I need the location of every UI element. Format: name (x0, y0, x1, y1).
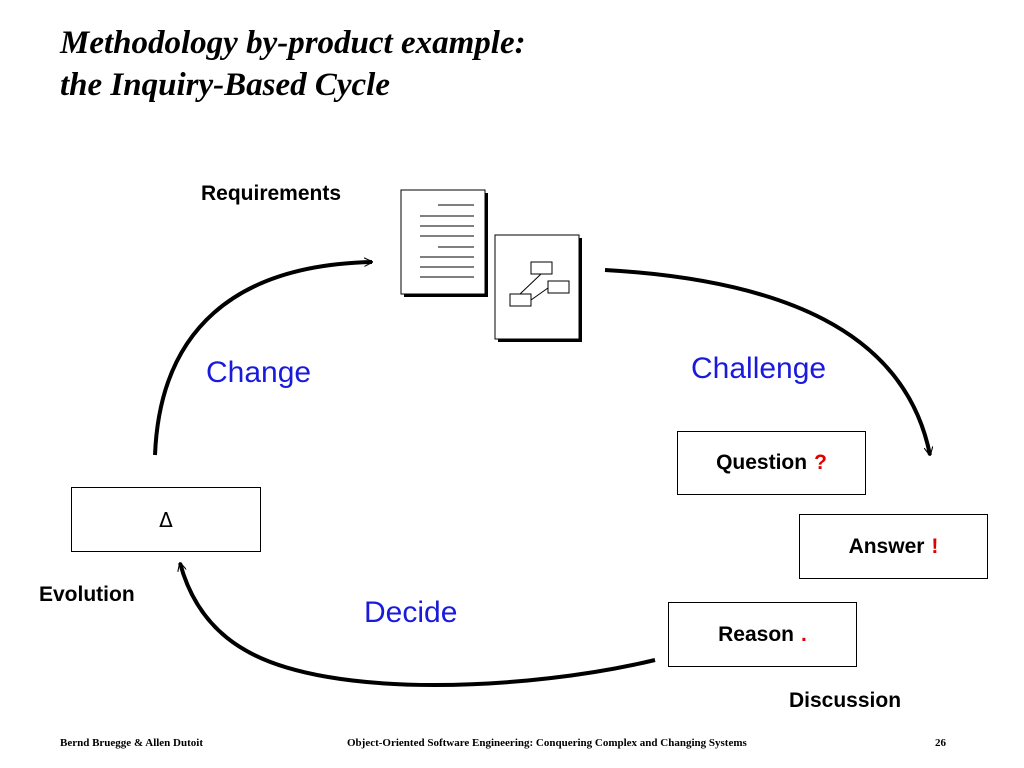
challenge-arrow (604, 268, 930, 455)
question-mark: ? (814, 451, 827, 474)
evolution-label: Evolution (39, 583, 135, 606)
decide-label: Decide (364, 596, 458, 629)
question-box: Question ? (677, 431, 866, 495)
reason-text: Reason (718, 622, 794, 646)
reason-box: Reason . (668, 602, 857, 667)
answer-box: Answer ! (799, 514, 988, 579)
delta-symbol: Δ (159, 507, 173, 532)
diagram-document-icon (494, 234, 582, 342)
footer-page-number: 26 (935, 737, 946, 749)
footer-course: Object-Oriented Software Engineering: Co… (347, 737, 747, 749)
question-text: Question (716, 451, 808, 474)
answer-mark: ! (931, 534, 939, 558)
delta-box: Δ (71, 487, 261, 552)
challenge-label: Challenge (691, 352, 827, 385)
slide-title-line-2: the Inquiry-Based Cycle (60, 67, 390, 103)
answer-text: Answer (848, 534, 925, 558)
requirements-label: Requirements (201, 182, 342, 205)
change-label: Change (206, 356, 312, 389)
slide-title: Methodology by-product example: the Inqu… (60, 22, 526, 106)
decide-arrow (180, 563, 656, 687)
footer-authors: Bernd Bruegge & Allen Dutoit (60, 737, 203, 749)
reason-mark: . (801, 622, 807, 646)
discussion-label: Discussion (789, 689, 902, 712)
text-document-icon (400, 189, 488, 297)
slide-title-line-1: Methodology by-product example: (60, 25, 526, 61)
change-arrow (153, 262, 372, 456)
